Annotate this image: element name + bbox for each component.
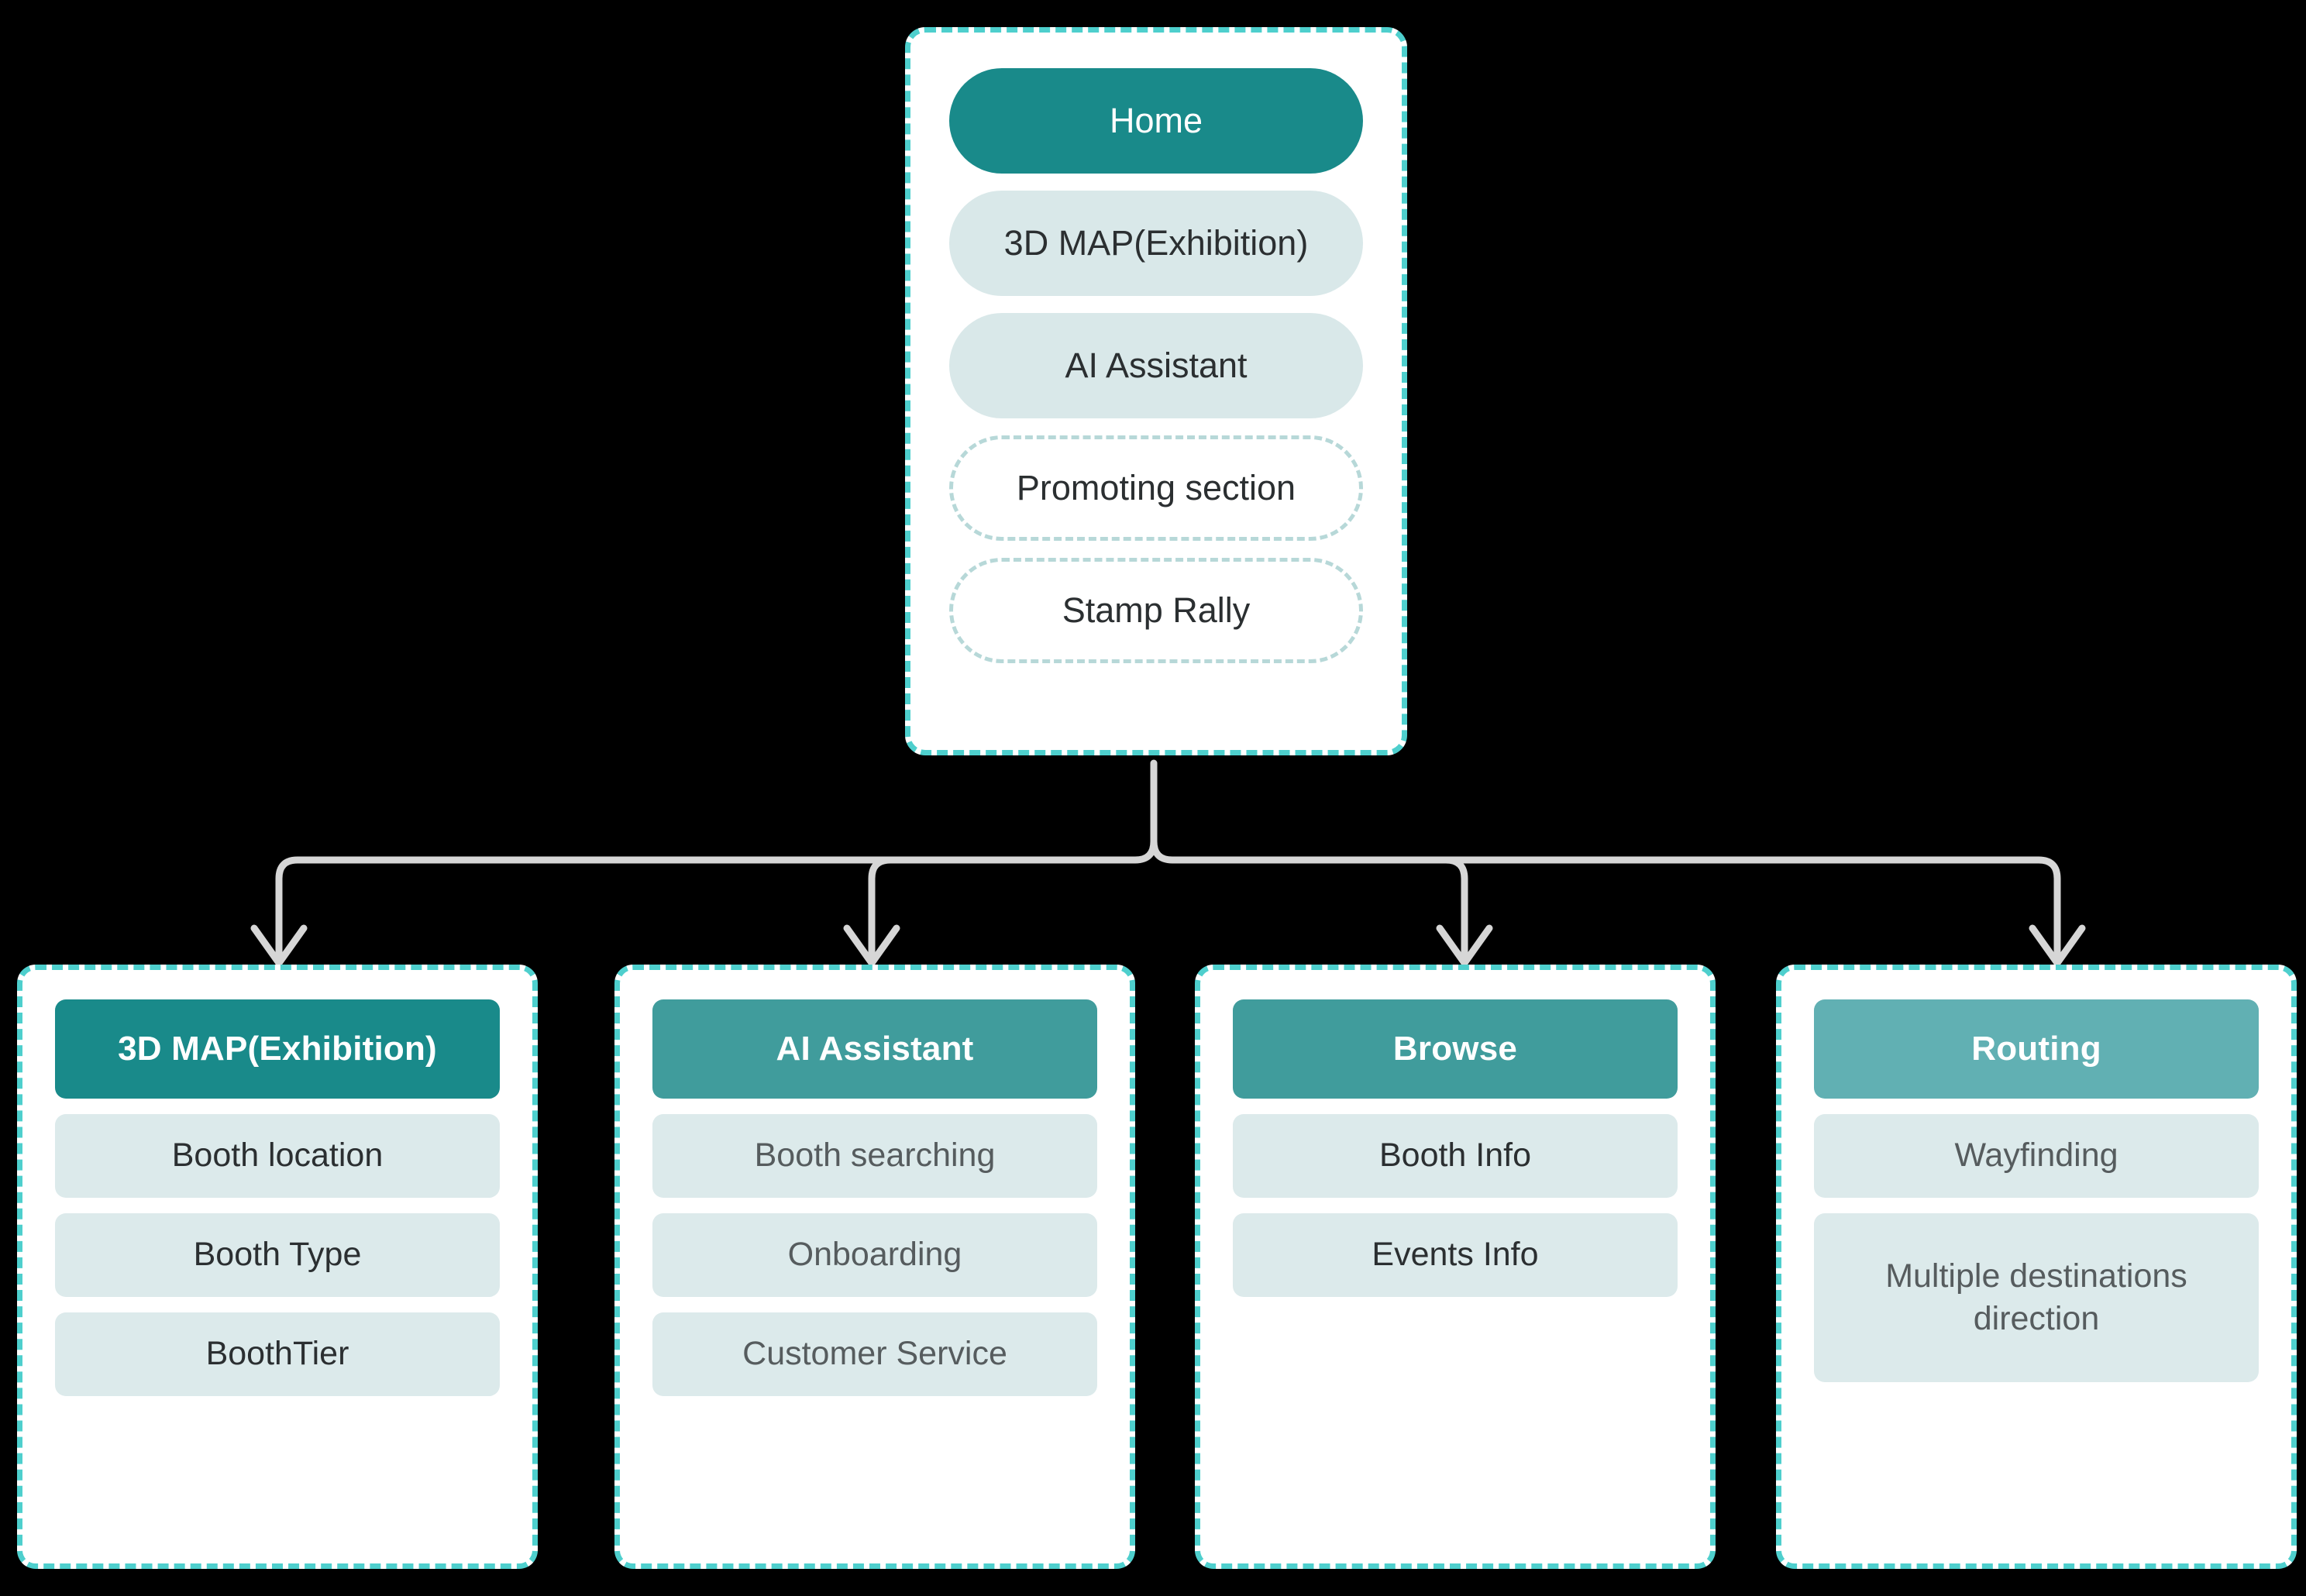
leaf-item-onboarding[interactable]: Onboarding — [652, 1213, 1097, 1297]
leaf-item-customer-service[interactable]: Customer Service — [652, 1312, 1097, 1396]
root-item-promoting-section[interactable]: Promoting section — [949, 435, 1363, 541]
connector-drop-3 — [1442, 856, 1468, 934]
leaf-card-ai-assistant: AI Assistant Booth searching Onboarding … — [614, 965, 1135, 1569]
leaf-item-multiple-destinations-direction[interactable]: Multiple destinations direction — [1814, 1213, 2259, 1382]
leaf-item-booth-info[interactable]: Booth Info — [1233, 1114, 1678, 1198]
leaf-header-ai-assistant[interactable]: AI Assistant — [652, 999, 1097, 1099]
arrow-head-3 — [1436, 924, 1493, 967]
arrow-head-2 — [843, 924, 900, 967]
leaf-header-routing[interactable]: Routing — [1814, 999, 2259, 1099]
connector-bus-right — [1150, 838, 2061, 934]
root-item-3d-map[interactable]: 3D MAP(Exhibition) — [949, 191, 1363, 296]
leaf-header-3d-map[interactable]: 3D MAP(Exhibition) — [55, 999, 500, 1099]
root-item-home[interactable]: Home — [949, 68, 1363, 174]
leaf-item-wayfinding[interactable]: Wayfinding — [1814, 1114, 2259, 1198]
arrow-head-1 — [250, 924, 308, 967]
leaf-item-booth-searching[interactable]: Booth searching — [652, 1114, 1097, 1198]
root-item-ai-assistant[interactable]: AI Assistant — [949, 313, 1363, 418]
home-screen-card: Home 3D MAP(Exhibition) AI Assistant Pro… — [905, 27, 1407, 755]
leaf-card-routing: Routing Wayfinding Multiple destinations… — [1776, 965, 2297, 1569]
connector-drop-2 — [868, 856, 894, 934]
leaf-item-booth-location[interactable]: Booth location — [55, 1114, 500, 1198]
root-item-stamp-rally[interactable]: Stamp Rally — [949, 558, 1363, 663]
leaf-header-browse[interactable]: Browse — [1233, 999, 1678, 1099]
arrow-head-4 — [2029, 924, 2086, 967]
leaf-item-events-info[interactable]: Events Info — [1233, 1213, 1678, 1297]
leaf-item-booth-type[interactable]: Booth Type — [55, 1213, 500, 1297]
leaf-card-3d-map: 3D MAP(Exhibition) Booth location Booth … — [17, 965, 538, 1569]
connector-bus-left — [275, 838, 1158, 934]
leaf-card-browse: Browse Booth Info Events Info — [1195, 965, 1716, 1569]
leaf-item-booth-tier[interactable]: BoothTier — [55, 1312, 500, 1396]
